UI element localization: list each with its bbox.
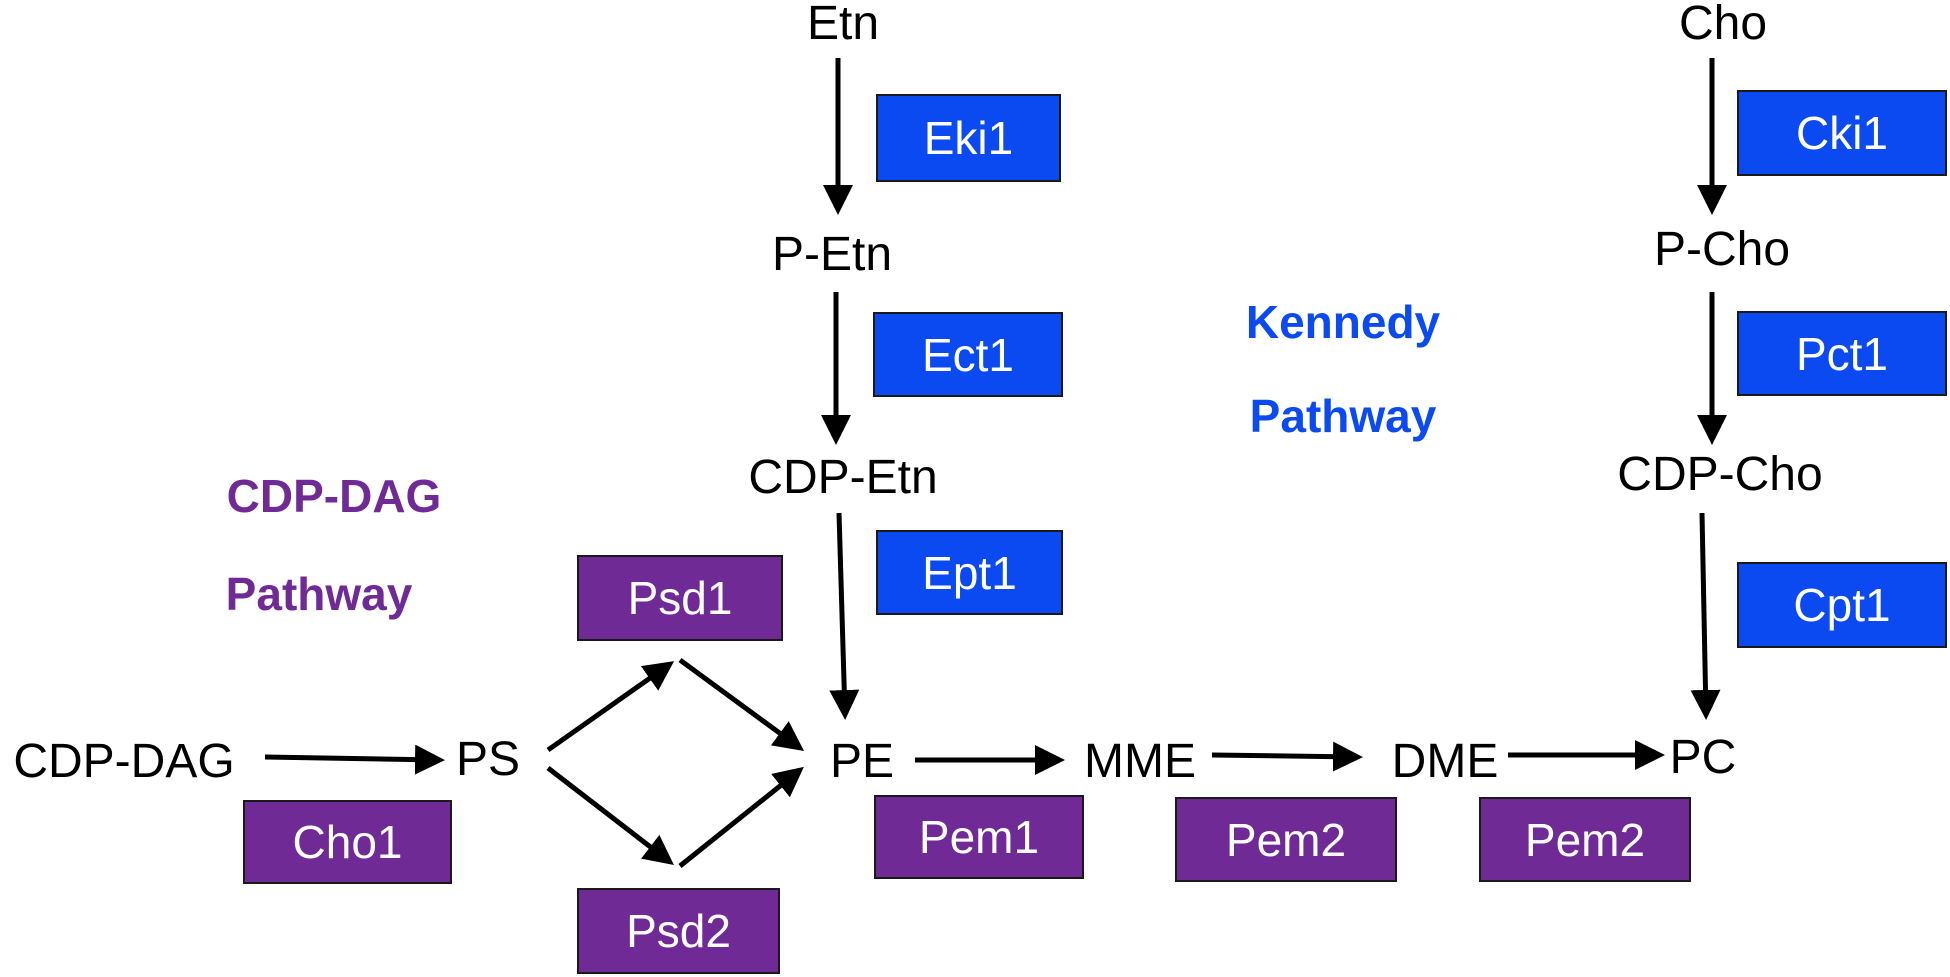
metabolite-cdp-cho: CDP-Cho [1617,448,1823,501]
enzyme-pem2-first: Pem2 [1175,797,1397,882]
metabolite-cho: Cho [1678,0,1768,50]
cdpdag-pathway-label-line1: CDP-DAG [226,470,442,522]
arrow-cdpdag-to-ps [264,744,445,775]
cdpdag-pathway-label-line2: Pathway [225,568,413,620]
metabolite-p-etn: P-Etn [771,228,893,281]
metabolite-p-cho: P-Cho [1653,223,1791,276]
metabolite-mme: MME [1084,735,1196,788]
enzyme-pem2-second: Pem2 [1479,797,1691,882]
enzyme-cho1: Cho1 [243,800,452,884]
enzyme-psd1: Psd1 [577,555,783,641]
enzyme-pct1: Pct1 [1737,311,1947,396]
arrow-ps-to-psd1 [546,661,675,753]
arrow-cdpetn-to-pe [829,512,860,720]
enzyme-cki1: Cki1 [1737,90,1947,176]
enzyme-ept1: Ept1 [876,530,1063,615]
arrow-mme-to-dme [1211,741,1363,772]
metabolite-pe: PE [829,735,895,788]
kennedy-pathway-label-line1: Kennedy [1245,296,1441,348]
metabolite-dme: DME [1391,735,1499,788]
metabolite-etn: Etn [806,0,880,50]
arrow-psd2-to-pe [678,766,804,868]
enzyme-psd2: Psd2 [577,888,780,974]
enzyme-ect1: Ect1 [873,312,1063,397]
enzyme-cpt1: Cpt1 [1737,562,1947,648]
kennedy-pathway-label-line2: Pathway [1249,390,1437,442]
arrow-ps-to-psd2 [546,766,674,866]
enzyme-eki1: Eki1 [876,94,1061,182]
metabolite-cdp-etn: CDP-Etn [748,451,938,504]
enzyme-pem1: Pem1 [874,795,1084,879]
arrow-cdpcho-to-pc [1690,512,1721,720]
arrow-psd1-to-pe [678,657,805,751]
metabolite-cdp-dag: CDP-DAG [13,735,235,788]
metabolite-pc: PC [1669,731,1737,784]
metabolite-ps: PS [455,733,521,786]
